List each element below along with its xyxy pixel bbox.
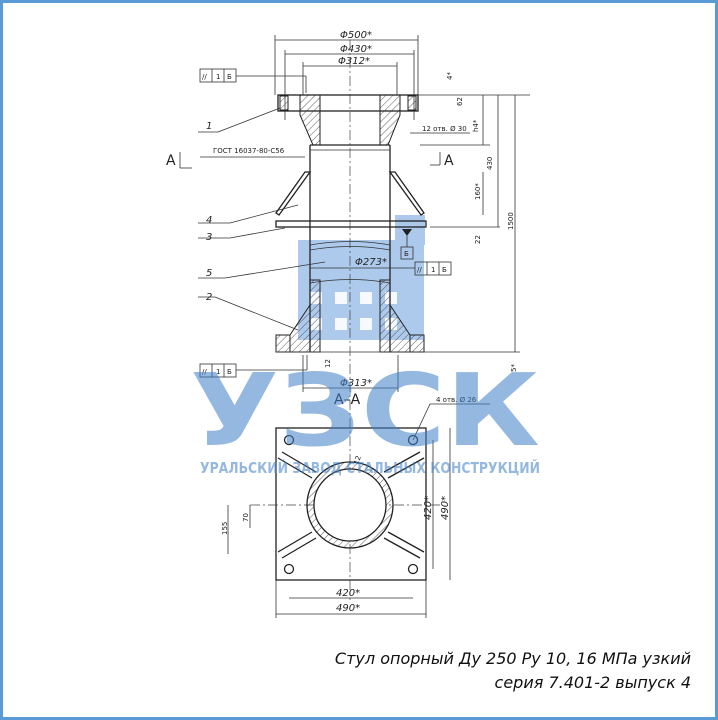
dim-1500: 1500 [507, 212, 515, 230]
svg-text://: // [202, 368, 207, 376]
svg-text://: // [417, 266, 422, 274]
svg-text:Б: Б [442, 266, 447, 274]
svg-text:1: 1 [216, 73, 220, 81]
dim-h4: h4* [472, 119, 480, 132]
plan-dim-490-v: 490* [440, 496, 451, 520]
plan-dim-420-v: 420* [423, 496, 434, 520]
svg-text:Б: Б [404, 250, 409, 258]
svg-text:Б: Б [227, 73, 232, 81]
top-flange [277, 94, 419, 146]
plan-dim-155: 155 [221, 522, 229, 535]
caption-title: Стул опорный Ду 250 Ру 10, 16 МПа узкий [334, 649, 691, 668]
holes-top-note: 12 отв. Ø 30 [422, 125, 467, 133]
gussets [275, 171, 427, 228]
dim-500: Φ500* [340, 30, 372, 41]
dim-313: Φ313* [340, 378, 372, 389]
plan-dim-420-h: 420* [336, 588, 360, 599]
caption-series: серия 7.401-2 выпуск 4 [494, 673, 691, 692]
datum-b: Б [400, 229, 414, 260]
watermark-logo-text: УЗСК [190, 352, 540, 469]
holes-base-note: 4 отв. Ø 26 [436, 396, 477, 404]
part-label-1: 1 [206, 121, 212, 132]
dim-22: 22 [474, 235, 482, 244]
part-label-4: 4 [206, 215, 212, 226]
part-label-5: 5 [206, 268, 212, 279]
plan-dim-490-h: 490* [336, 603, 360, 614]
dim-62: 62 [456, 97, 464, 106]
dim-5: 5* [510, 364, 518, 372]
technical-drawing: Φ500* Φ430* Φ312* 4* 62 h4* 430 160* 22 … [166, 30, 540, 618]
dim-weld: 12 [352, 455, 363, 466]
section-title: A–A [334, 392, 361, 408]
section-mark-left: A [166, 153, 176, 169]
part-label-2: 2 [206, 292, 212, 303]
watermark-subtitle: УРАЛЬСКИЙ ЗАВОД СТАЛЬНЫХ КОНСТРУКЦИЙ [200, 458, 540, 477]
dim-4: 4* [446, 72, 454, 80]
drawing-caption: Стул опорный Ду 250 Ру 10, 16 МПа узкий … [335, 647, 691, 695]
dim-430-height: 430 [486, 157, 494, 170]
svg-text:Б: Б [227, 368, 232, 376]
svg-text:1: 1 [431, 266, 435, 274]
plan-dim-70: 70 [242, 513, 250, 522]
dim-430: Φ430* [340, 44, 372, 55]
dim-160: 160* [474, 183, 482, 200]
dim-273: Φ273* [355, 257, 387, 268]
dim-312: Φ312* [338, 56, 370, 67]
svg-text://: // [202, 73, 207, 81]
bottom-flange [275, 279, 520, 353]
base-plate-plan [250, 427, 440, 581]
svg-text:1: 1 [216, 368, 220, 376]
dim-small-bottom: 12 [324, 359, 332, 368]
section-mark-right: A [444, 153, 454, 169]
gost-note: ГОСТ 16037-80-С56 [213, 147, 285, 155]
part-label-3: 3 [206, 232, 212, 243]
